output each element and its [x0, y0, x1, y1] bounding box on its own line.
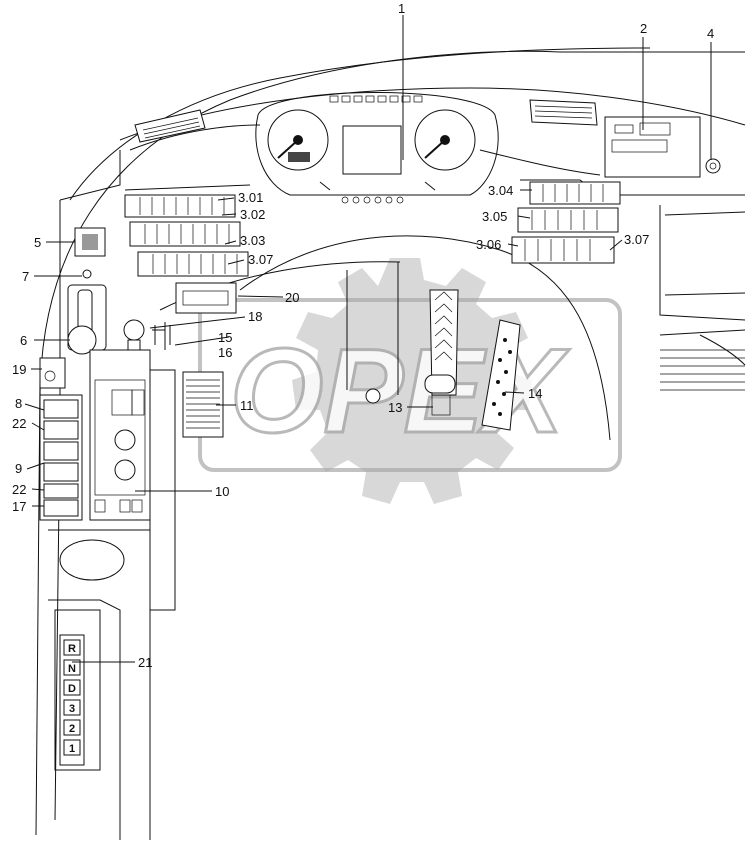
callout-22-top: 22 [12, 416, 26, 431]
callout-21: 21 [138, 655, 152, 670]
callout-15: 15 [218, 330, 232, 345]
callout-14: 14 [528, 386, 542, 401]
left-console [39, 394, 83, 521]
brake-pedal [424, 289, 459, 416]
right-air-vent [529, 99, 598, 126]
left-air-vent [134, 109, 206, 143]
callout-5: 5 [34, 235, 41, 250]
callout-9: 9 [15, 461, 22, 476]
accelerator-pedal [481, 319, 521, 431]
small-display [175, 282, 237, 314]
callout-3-02: 3.02 [240, 207, 265, 222]
volume-knob [705, 158, 721, 174]
callout-22-bottom: 22 [12, 482, 26, 497]
callout-2: 2 [640, 21, 647, 36]
gear-button-d [63, 679, 81, 696]
lower-console [48, 529, 151, 840]
leader-lines [24, 15, 712, 663]
callout-3-07-right: 3.07 [624, 232, 649, 247]
climate-control-panel [89, 349, 224, 611]
callout-6: 6 [20, 333, 27, 348]
callout-3-05: 3.05 [482, 209, 507, 224]
callout-19: 19 [12, 362, 26, 377]
right-switch-panel [511, 181, 621, 264]
gear-button-1 [63, 739, 81, 756]
callout-20: 20 [285, 290, 299, 305]
gear-button-2 [63, 719, 81, 736]
callout-10: 10 [215, 484, 229, 499]
warning-lamps-row [329, 95, 423, 103]
callout-3-06: 3.06 [476, 237, 501, 252]
gear-button-3 [63, 699, 81, 716]
indicator-lights-row [341, 196, 404, 204]
gear-label-d: D [68, 683, 76, 695]
gear-button-n [63, 659, 81, 676]
callout-8: 8 [15, 396, 22, 411]
callout-1: 1 [398, 1, 405, 16]
gear-button-r [63, 639, 81, 656]
callout-3-04: 3.04 [488, 183, 513, 198]
gear-label-n: N [68, 663, 76, 675]
key-switch [39, 357, 66, 389]
callout-13: 13 [388, 400, 402, 415]
callout-11: 11 [240, 398, 254, 413]
callout-16: 16 [218, 345, 232, 360]
indicator-lamp [82, 269, 92, 279]
gear-label-r: R [68, 643, 76, 655]
steering-column-lever [67, 284, 107, 355]
callout-4: 4 [707, 26, 714, 41]
callout-18: 18 [248, 309, 262, 324]
instrument-cluster [255, 92, 499, 204]
callout-3-07-left: 3.07 [248, 252, 273, 267]
callout-7: 7 [22, 269, 29, 284]
callout-17: 17 [12, 499, 26, 514]
rotary-knob [123, 319, 145, 341]
callout-3-01: 3.01 [238, 190, 263, 205]
radio-unit [604, 116, 701, 178]
callout-labels: 1 2 4 3.01 3.02 3.03 3.07 3.04 3.05 3.06… [12, 1, 714, 670]
gear-selector: RND 3 2 1 [59, 634, 85, 766]
floor-nut [365, 388, 381, 404]
gear-label-3: 3 [69, 703, 75, 715]
callout-3-03: 3.03 [240, 233, 265, 248]
gear-label-2: 2 [69, 723, 75, 735]
left-switch-panel [124, 194, 249, 277]
gear-label-1: 1 [69, 743, 75, 755]
watermark-text: OPEX [230, 324, 570, 458]
